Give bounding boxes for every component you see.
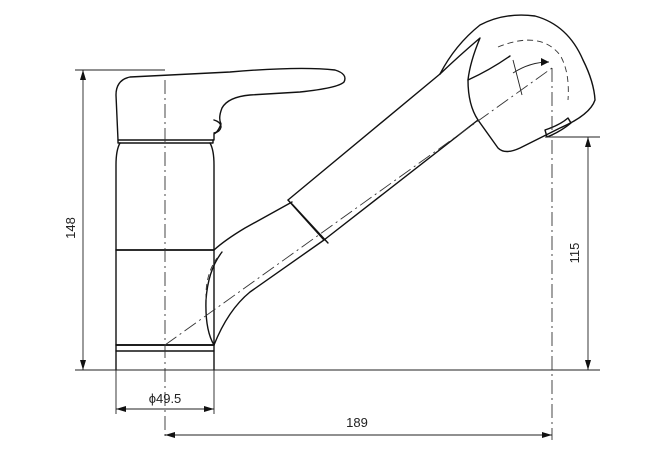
spray-head-seam xyxy=(467,55,511,81)
label-115: 115 xyxy=(567,243,582,264)
spout-tube-bottom xyxy=(323,119,479,241)
dimension-diameter: ϕ49.5 xyxy=(115,370,215,414)
label-148: 148 xyxy=(63,217,78,239)
arrow-189-right xyxy=(542,432,552,438)
dimension-height-spout: 115 xyxy=(545,136,600,370)
arrow-115-top xyxy=(585,137,591,147)
angle-arrow-head xyxy=(541,58,549,66)
arrow-148-bottom xyxy=(80,360,86,370)
center-lines xyxy=(164,67,553,440)
dimension-height-total: 148 xyxy=(63,69,165,370)
spray-head-outline xyxy=(439,14,596,153)
spout-bottom-edge xyxy=(213,239,325,346)
spray-head xyxy=(439,14,596,153)
lever-outline xyxy=(115,67,346,141)
lever-handle xyxy=(115,67,346,141)
arrow-115-bottom xyxy=(585,360,591,370)
angle-ref-line xyxy=(512,59,523,96)
dimension-reach: 189 xyxy=(165,415,552,438)
label-189: 189 xyxy=(346,415,368,430)
spray-head-inner xyxy=(439,37,481,121)
lever-pin xyxy=(213,119,222,134)
body-top-ring xyxy=(117,139,214,144)
spout-tube-ring-2 xyxy=(291,203,329,244)
arrow-189-left xyxy=(165,432,175,438)
spout-inner-contour xyxy=(205,257,218,301)
spout-lower-outline xyxy=(213,201,293,251)
arrow-dia-right xyxy=(204,406,214,412)
spout-arm xyxy=(205,73,479,346)
label-diameter: ϕ49.5 xyxy=(149,391,182,406)
spout-centerline xyxy=(164,67,553,346)
spout-tube-top xyxy=(287,73,441,201)
arrow-148-top xyxy=(80,70,86,80)
spray-head-inner-dashed xyxy=(497,39,569,101)
arrow-dia-left xyxy=(116,406,126,412)
